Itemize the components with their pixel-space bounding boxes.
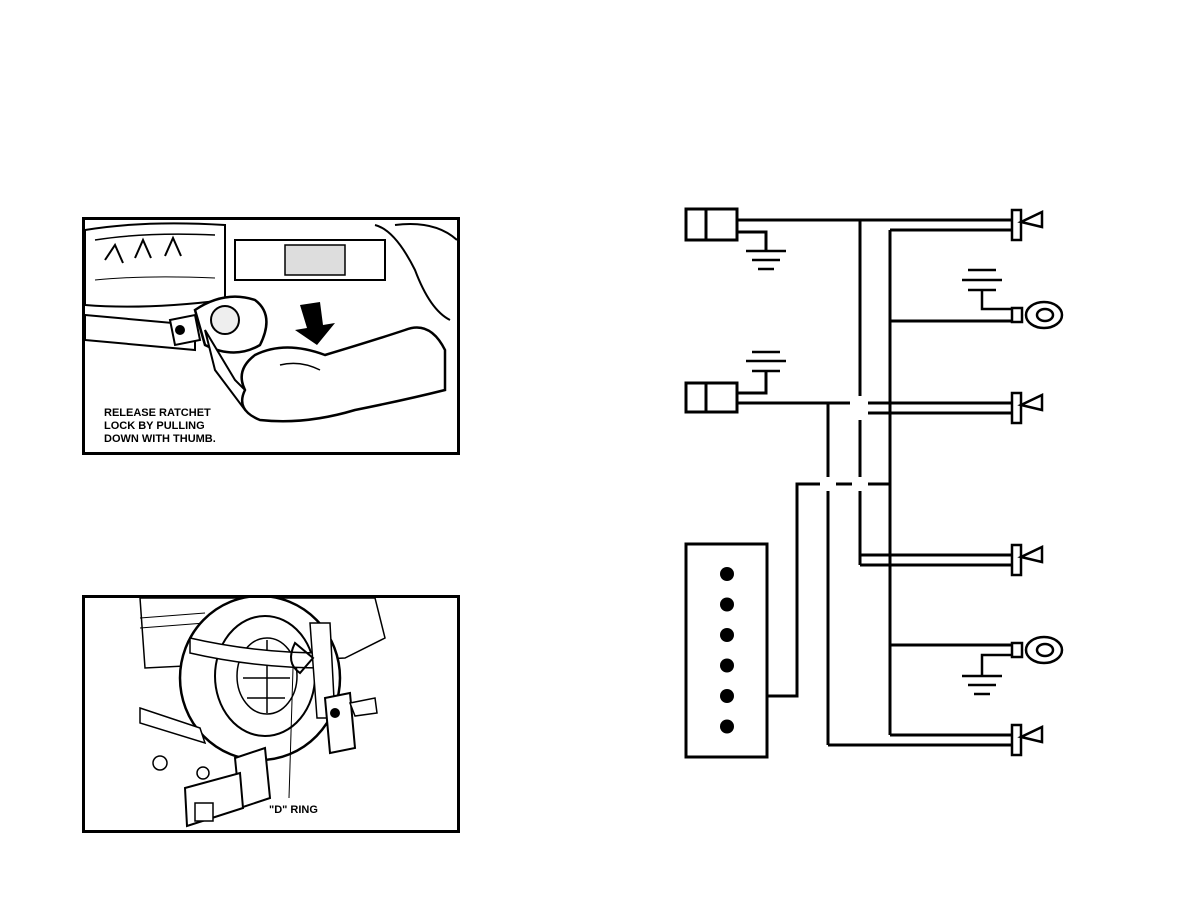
connector-pin (720, 720, 734, 734)
lamp-icon (1012, 210, 1042, 240)
battery-symbol-2 (962, 270, 1012, 309)
connector-pin (720, 598, 734, 612)
ground-symbol (746, 251, 786, 269)
connector-pin (720, 567, 734, 581)
lamp-icon (1012, 725, 1042, 755)
connector-pin (720, 689, 734, 703)
light-icon (1012, 637, 1062, 663)
battery-symbol (746, 352, 786, 371)
ground-symbol-2 (962, 655, 1012, 694)
connector-pin (720, 659, 734, 673)
plug-middle (686, 383, 737, 412)
lamp-icon (1012, 545, 1042, 575)
light-icon (1012, 302, 1062, 328)
plug-top (686, 209, 737, 240)
lamp-icon (1012, 393, 1042, 423)
connector-pin (720, 628, 734, 642)
